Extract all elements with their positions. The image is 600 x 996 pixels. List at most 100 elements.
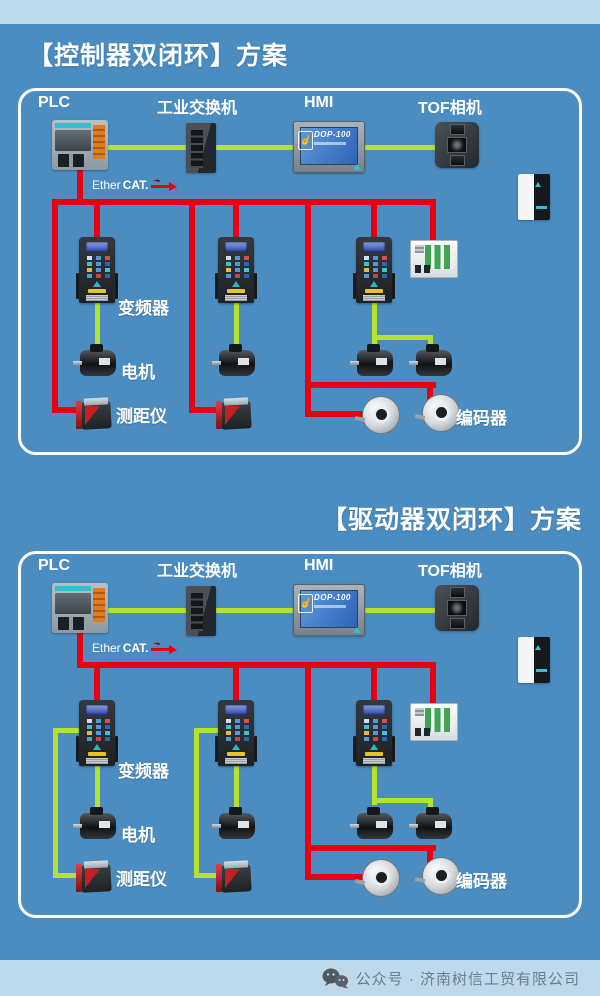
section1-panel (18, 88, 582, 455)
delta-logo-icon (93, 281, 101, 287)
ethercat-line (427, 382, 433, 402)
remote-io-device (410, 240, 458, 278)
section1-title: 【控制器双闭环】方案 (28, 42, 289, 70)
rangefinder-mount (216, 401, 222, 429)
motor-device (212, 807, 257, 841)
warning-label (88, 752, 106, 756)
rangefinder-top (223, 397, 249, 406)
vfd-display (363, 705, 385, 715)
motor-line (372, 765, 377, 805)
motor-line (428, 798, 433, 810)
label-rangefinder: 测距仪 (116, 407, 167, 426)
ethercat-line (430, 662, 436, 708)
ethernet-line (108, 145, 186, 150)
warning-label (88, 289, 106, 293)
vfd-device (76, 700, 118, 766)
ethercat-line (52, 199, 58, 413)
rangefinder-triangle (85, 406, 100, 425)
delta-logo-icon (93, 744, 101, 750)
industrial-switch-device (186, 123, 216, 173)
label-switch: 工业交换机 (157, 100, 238, 117)
label-tof: TOF相机 (418, 100, 482, 117)
rangefinder-triangle (85, 869, 100, 888)
motor-nameplate (435, 821, 446, 828)
label-motor: 电机 (121, 826, 155, 845)
feedback-line (194, 728, 220, 733)
hmi-device: ☝ DOP-100 (293, 584, 365, 636)
motor-terminal-box (90, 807, 103, 815)
encoder-hub (376, 872, 387, 883)
motor-shaft (350, 824, 359, 828)
plc-device (52, 120, 108, 170)
plc-ethernet-ports (58, 154, 84, 167)
vfd-display (225, 705, 247, 715)
label-plc: PLC (38, 94, 70, 111)
motor-shaft (73, 361, 82, 365)
motor-body (416, 813, 452, 839)
vfd-display (86, 705, 108, 715)
section2-title: 【驱动器双闭环】方案 (321, 506, 582, 534)
plc-terminal-connector (93, 588, 105, 622)
hmi-screen (300, 590, 358, 628)
io-ports (415, 728, 430, 736)
label-encoder: 编码器 (456, 872, 507, 891)
encoder-device (414, 394, 460, 432)
section2-panel (18, 551, 582, 918)
motor-body (416, 350, 452, 376)
camera-lens-icon (449, 618, 465, 629)
motor-device (350, 807, 395, 841)
motor-line (428, 335, 433, 347)
ethercat-line (189, 407, 225, 413)
io-ports (415, 265, 430, 273)
ethercat-line (305, 411, 367, 417)
label-rangefinder: 测距仪 (116, 870, 167, 889)
ethercat-text: Ether (92, 178, 121, 192)
motor-line (234, 765, 239, 809)
motor-line (372, 798, 433, 803)
ethercat-line (52, 407, 85, 413)
delta-logo-icon (232, 744, 240, 750)
motor-nameplate (376, 821, 387, 828)
motor-terminal-box (426, 807, 439, 815)
plc-front-panel (55, 130, 91, 151)
ethercat-line (305, 874, 367, 880)
vfd-device (353, 237, 395, 303)
vfd-nameplate (86, 295, 108, 301)
motor-body (357, 813, 393, 839)
motor-body (219, 350, 255, 376)
ethercat-line (77, 631, 83, 667)
ethernet-line (216, 145, 293, 150)
vfd-device (215, 700, 257, 766)
io-indicators (415, 245, 424, 253)
feedback-line (53, 873, 86, 878)
plc-stripe (55, 123, 91, 128)
rangefinder-triangle (225, 869, 240, 888)
ethercat-line (305, 845, 436, 851)
ethercat-line (189, 199, 195, 413)
vfd-nameplate (86, 758, 108, 764)
encoder-hub (436, 870, 447, 881)
motor-nameplate (99, 821, 110, 828)
vfd-nameplate (363, 295, 385, 301)
ethercat-line (371, 662, 377, 704)
rangefinder-mount (216, 864, 222, 892)
label-motor: 电机 (121, 363, 155, 382)
motor-nameplate (238, 358, 249, 365)
remote-io-device (410, 703, 458, 741)
plc-terminal-connector (93, 125, 105, 159)
motor-shaft (73, 824, 82, 828)
footer-bar: 公众号 · 济南树信工贸有限公司 (0, 960, 600, 996)
touch-hand-icon: ☝ (298, 594, 313, 613)
feedback-line (194, 873, 226, 878)
label-hmi: HMI (304, 94, 334, 111)
hmi-device: ☝ DOP-100 (293, 121, 365, 173)
motor-line (234, 302, 239, 346)
motor-terminal-box (90, 344, 103, 352)
motor-terminal-box (229, 807, 242, 815)
encoder-shaft (354, 879, 366, 885)
camera-lens-icon (449, 587, 465, 598)
ethernet-line (363, 608, 437, 613)
motor-line (372, 302, 377, 346)
